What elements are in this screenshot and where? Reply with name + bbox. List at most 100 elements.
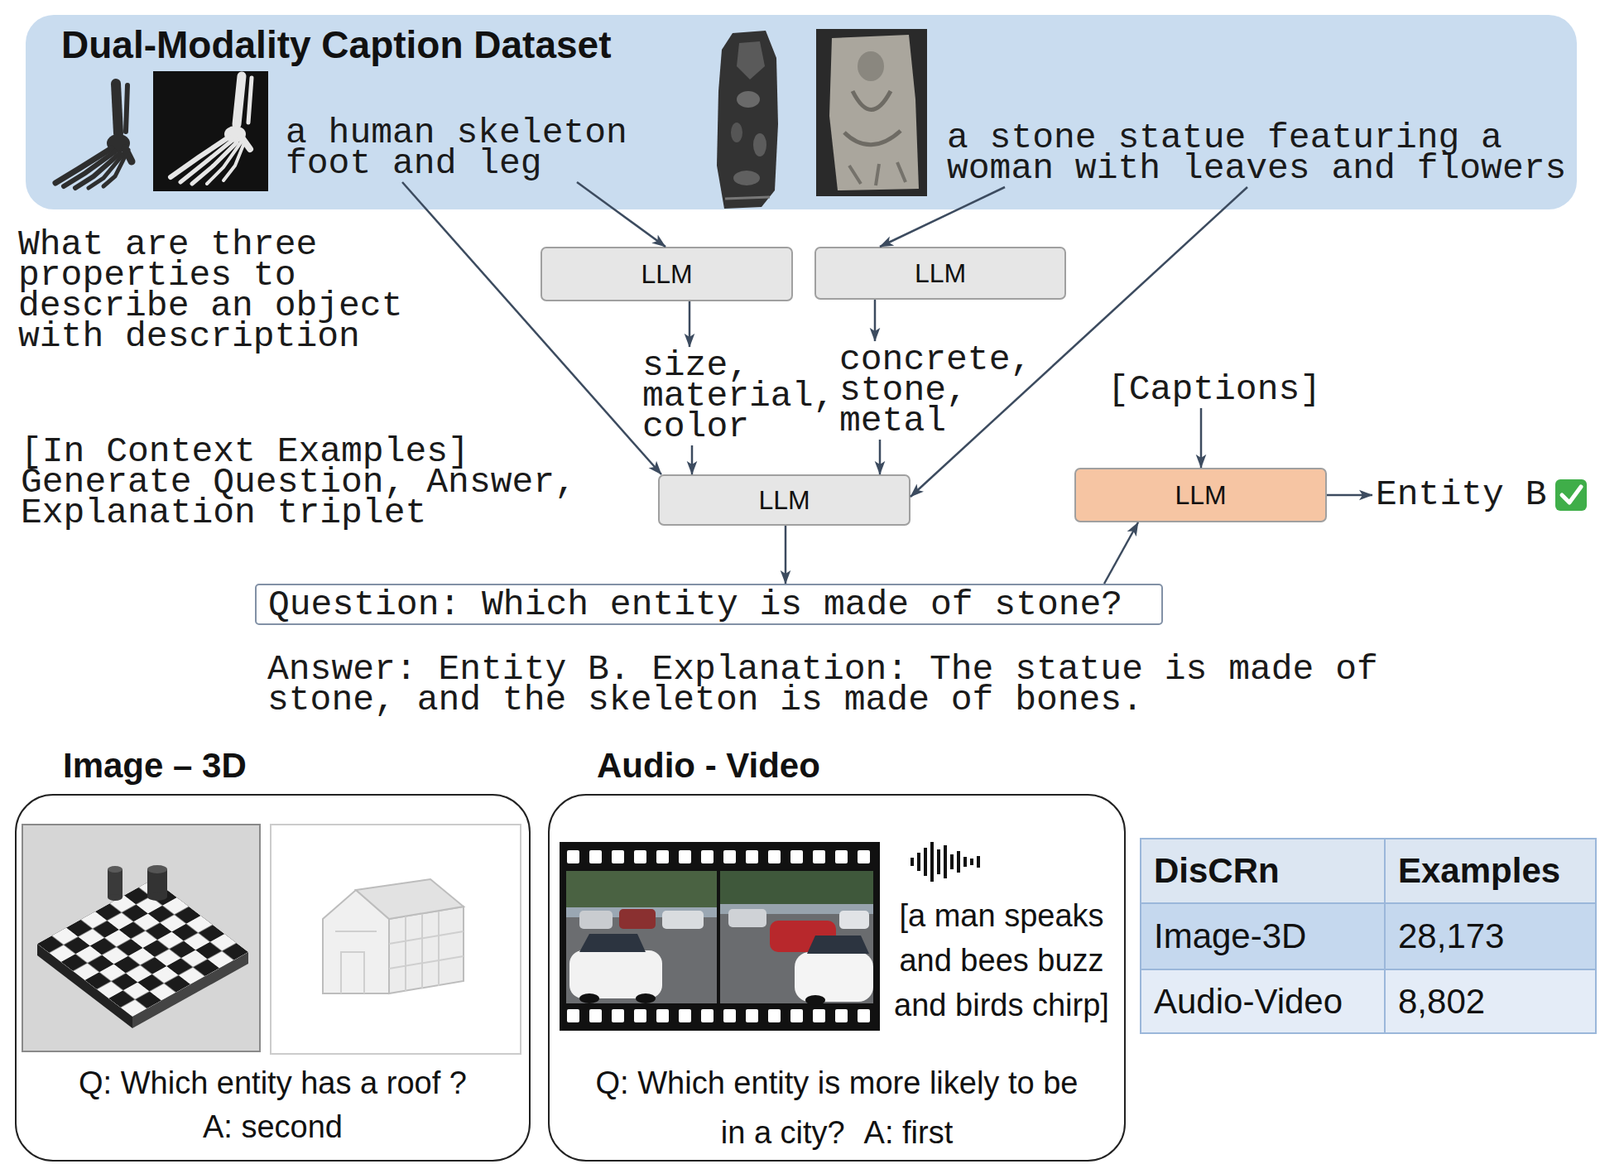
- panel-frame: [14, 793, 531, 1162]
- skeleton-photo: [192, 142, 237, 184]
- audio-waveform: [936, 849, 941, 875]
- statue-render: [725, 196, 770, 199]
- film-strip: [569, 950, 663, 999]
- house-render: [270, 824, 521, 1054]
- skeleton-photo: [153, 71, 269, 192]
- statue-render: [716, 30, 779, 209]
- question-text: Question: Which entity is made of stone?: [268, 589, 1123, 620]
- house-render: [355, 879, 464, 919]
- skeleton-render: [125, 85, 128, 132]
- audio-waveform: [917, 852, 921, 871]
- film-strip: [559, 841, 880, 1031]
- statue-photo: [816, 28, 928, 197]
- skeleton-render: [115, 83, 119, 134]
- connector-arrow: [1200, 408, 1203, 468]
- checkerboard-render: [37, 879, 249, 1017]
- skeleton-photo: [241, 137, 250, 149]
- statue-photo: [829, 34, 919, 191]
- skeleton-render: [124, 148, 132, 162]
- film-strip: [562, 1009, 876, 1023]
- audio-waveform: [950, 854, 954, 870]
- audio-waveform: [943, 845, 947, 879]
- statue-photo: [844, 130, 901, 145]
- audio-waveform: [976, 855, 981, 868]
- checkerboard-render: [37, 943, 133, 1029]
- llm-box: LLM: [658, 474, 911, 526]
- example-panel: Audio - Video[a man speaks and bees buzz…: [547, 743, 1126, 1162]
- audio-waveform: [923, 847, 928, 876]
- label-holder: DisCRn: [1153, 850, 1280, 892]
- checkerboard-render: [147, 864, 168, 874]
- captions-text: [Captions]: [1107, 374, 1332, 405]
- film-strip: [579, 910, 613, 929]
- example-panel: Image – 3DQ: Which entity has a roof ?A:…: [14, 743, 531, 1162]
- skeleton-photo: [223, 140, 246, 181]
- film-strip: [807, 935, 870, 954]
- table-cell: Image-3D: [1153, 915, 1307, 957]
- answer-text: Answer: Entity B. Explanation: The statu…: [267, 653, 1389, 716]
- caption-node: a human skeleton foot and leg: [282, 114, 642, 183]
- panel-heading: Image – 3D: [62, 743, 531, 788]
- question-box: Question: Which entity is made of stone?: [254, 583, 1163, 625]
- llm-box: LLM: [540, 246, 793, 302]
- property-list: size, material, color: [639, 346, 845, 446]
- table-cell: Audio-Video: [1153, 980, 1343, 1023]
- film-strip: [839, 910, 870, 929]
- house-render: [389, 906, 464, 994]
- checkerboard-render: [132, 951, 249, 1029]
- film-strip: [720, 870, 874, 1004]
- table-header: Examples: [1398, 850, 1561, 892]
- skeleton-render: [55, 148, 112, 183]
- statue-render: [716, 30, 779, 209]
- prompt-text: What are three properties to describe an…: [18, 229, 414, 352]
- checkerboard-render: [22, 824, 260, 1052]
- question-text: Q: Which entity has a roof ?: [14, 1061, 531, 1106]
- skeleton-photo: [224, 125, 246, 143]
- connector-arrow: [784, 525, 788, 584]
- label-holder: Audio-Video: [1153, 980, 1343, 1023]
- connector-arrow: [879, 439, 882, 475]
- statue-render: [753, 133, 767, 157]
- film-strip: [720, 913, 874, 1004]
- audio-waveform: [970, 858, 974, 865]
- audio-waveform: [963, 856, 967, 867]
- connector-arrow: [879, 187, 1005, 247]
- property-list: concrete, stone, metal: [836, 341, 1042, 440]
- house-render: [335, 911, 464, 994]
- table-grid: [1140, 838, 1596, 1034]
- connector-arrow: [874, 299, 877, 342]
- connector-arrow: [402, 182, 662, 475]
- film-strip: [769, 920, 837, 952]
- statue-photo: [852, 91, 891, 111]
- skeleton-photo: [180, 140, 232, 183]
- label-holder: Answer: Entity B. Explanation: The statu…: [267, 653, 1389, 716]
- llm-box-highlight: LLM: [1074, 467, 1327, 523]
- skeleton-render: [88, 153, 125, 188]
- checkerboard-render: [37, 879, 249, 1017]
- skeleton-photo: [170, 137, 229, 178]
- film-strip: [728, 908, 767, 928]
- connector-arrow: [576, 182, 666, 247]
- connector-arrow: [1326, 494, 1373, 497]
- label-holder: 28,173: [1398, 915, 1504, 957]
- label-holder: Examples: [1398, 850, 1561, 892]
- dataset-band: Dual-Modality Caption Dataseta human ske…: [25, 14, 1577, 210]
- film-strip: [805, 994, 826, 1005]
- llm-label: LLM: [914, 256, 966, 290]
- skeleton-photo: [248, 77, 252, 123]
- checkerboard-render: [107, 893, 123, 901]
- table-header: DisCRn: [1153, 850, 1280, 892]
- film-strip: [579, 993, 600, 1004]
- film-strip: [635, 993, 656, 1004]
- check-icon: [1561, 486, 1581, 503]
- prompt-text: [In Context Examples] Generate Question,…: [20, 436, 587, 529]
- question-text: Q: Which entity is more likely to be in …: [595, 1065, 1079, 1150]
- statue-photo: [857, 51, 885, 82]
- audio-waveform: [956, 850, 961, 873]
- entity-text: Entity B: [1375, 479, 1549, 510]
- check-icon: [1555, 479, 1587, 511]
- skeleton-render: [103, 149, 129, 187]
- statue-render: [736, 41, 765, 80]
- label-holder: 8,802: [1398, 980, 1485, 1023]
- skeleton-render: [75, 153, 121, 188]
